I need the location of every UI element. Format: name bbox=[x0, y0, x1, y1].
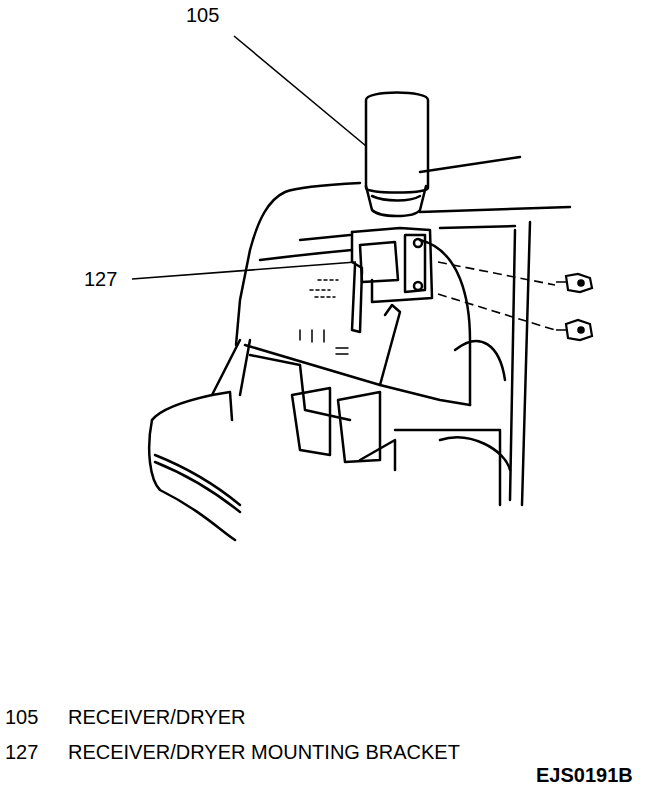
callout-number: 127 bbox=[84, 268, 117, 290]
part-name: RECEIVER/DRYER MOUNTING BRACKET bbox=[68, 741, 460, 763]
part-name: RECEIVER/DRYER bbox=[68, 706, 245, 728]
legend-number: 105 bbox=[5, 706, 38, 728]
fastener-lines bbox=[438, 262, 592, 340]
callout-number: 105 bbox=[186, 4, 219, 26]
body-outline bbox=[149, 93, 570, 541]
legend-number: 127 bbox=[5, 741, 38, 763]
figure-code: EJS0191B bbox=[536, 764, 633, 786]
leader-lines bbox=[132, 36, 366, 279]
